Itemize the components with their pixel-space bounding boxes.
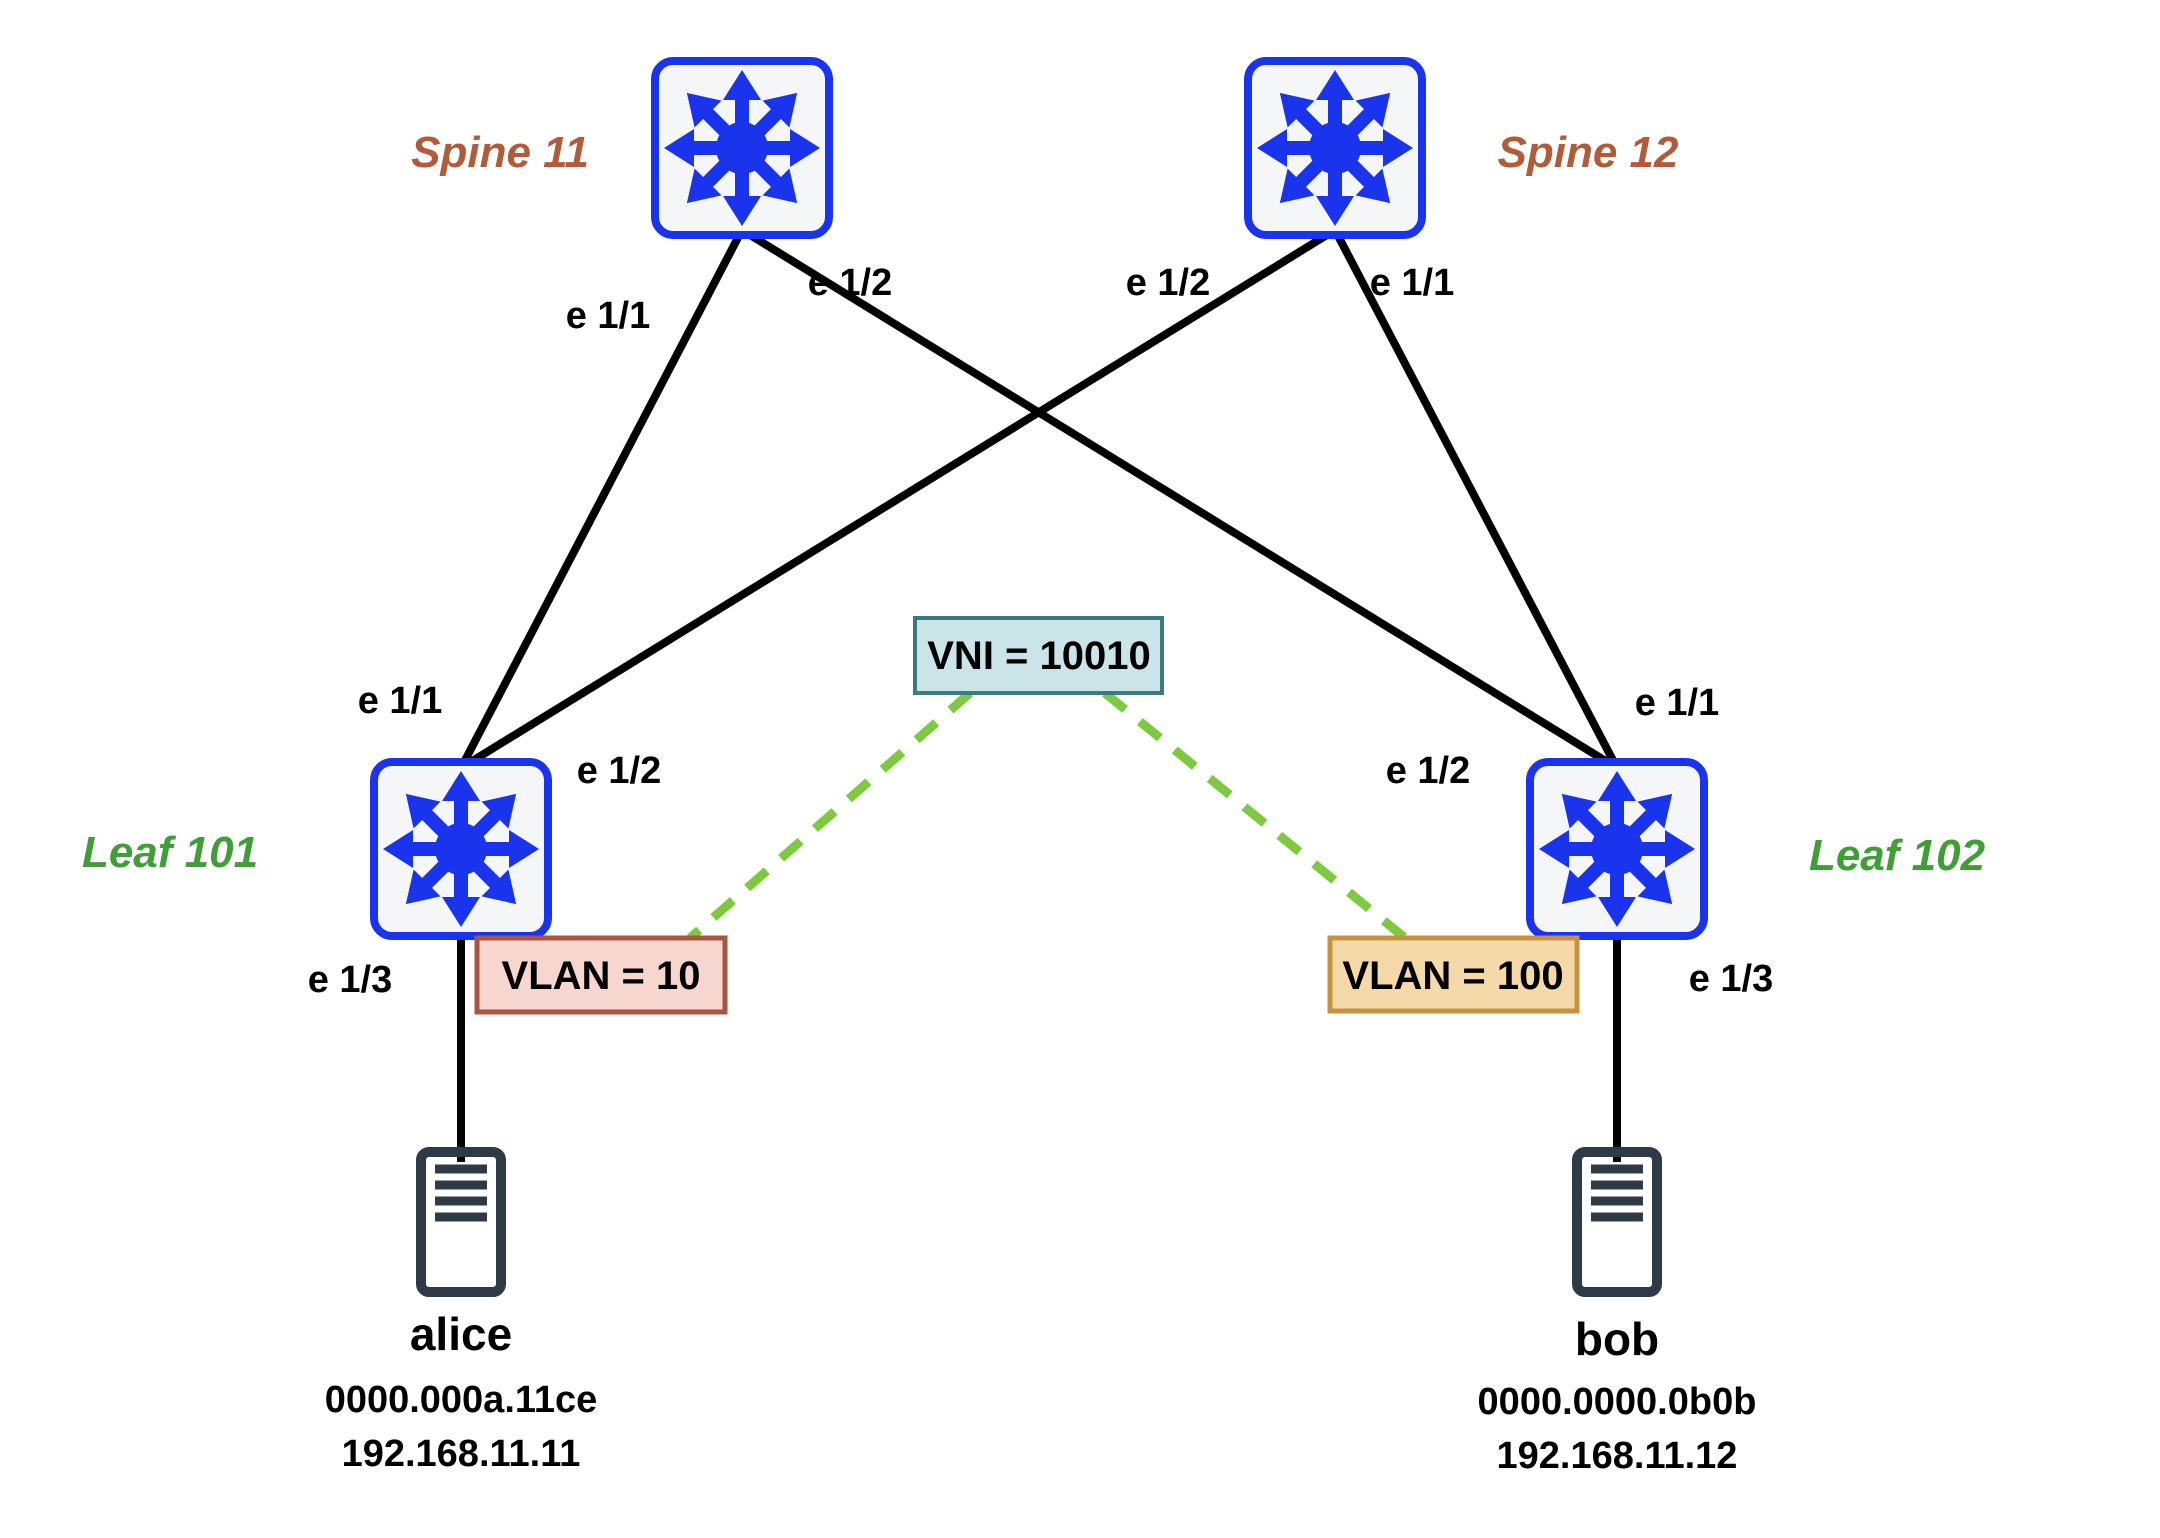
alice-name: alice bbox=[410, 1308, 512, 1360]
vlan10-badge-box bbox=[474, 935, 728, 1015]
leaf101-label: Leaf 101 bbox=[82, 828, 258, 877]
link-spine12-leaf101 bbox=[458, 226, 1338, 772]
spine11-label: Spine 11 bbox=[411, 128, 589, 177]
port-label-spine11-e1-2: e 1/2 bbox=[808, 262, 893, 304]
host-bob: bob 0000.0000.0b0b 192.168.11.12 bbox=[1478, 1152, 1757, 1477]
port-label-leaf102-e1-3: e 1/3 bbox=[1689, 958, 1774, 1000]
port-label-spine12-e1-1: e 1/1 bbox=[1370, 262, 1455, 304]
bob-name: bob bbox=[1575, 1313, 1659, 1365]
port-label-leaf102-e1-1: e 1/1 bbox=[1635, 682, 1720, 724]
host-alice: alice 0000.000a.11ce 192.168.11.11 bbox=[325, 1152, 598, 1475]
bob-ip: 192.168.11.12 bbox=[1497, 1435, 1738, 1477]
vlan10-badge-label: VLAN = 10 bbox=[502, 954, 701, 998]
spine12-switch-icon bbox=[1248, 61, 1422, 235]
link-spine11-leaf102 bbox=[739, 226, 1620, 772]
leaf102-label: Leaf 102 bbox=[1809, 831, 1986, 880]
vni-badge-box bbox=[913, 616, 1164, 695]
port-label-spine12-e1-2: e 1/2 bbox=[1126, 262, 1211, 304]
port-label-leaf101-e1-2: e 1/2 bbox=[577, 750, 662, 792]
port-label-leaf101-e1-3: e 1/3 bbox=[308, 959, 393, 1001]
alice-server-icon bbox=[421, 1152, 501, 1292]
spine12-label: Spine 12 bbox=[1498, 128, 1679, 177]
port-label-spine11-e1-1: e 1/1 bbox=[566, 295, 651, 337]
leaf102-switch-icon bbox=[1530, 762, 1704, 936]
port-label-leaf101-e1-1: e 1/1 bbox=[358, 680, 443, 722]
vni-mapping-dash-left bbox=[687, 689, 973, 942]
link-spine11-leaf101 bbox=[457, 228, 746, 770]
vni-badge: VNI = 10010 bbox=[913, 616, 1164, 695]
link-spine12-leaf102 bbox=[1331, 228, 1621, 770]
vlan100-badge-box bbox=[1327, 935, 1580, 1014]
alice-mac: 0000.000a.11ce bbox=[325, 1379, 598, 1421]
vlan10-badge: VLAN = 10 bbox=[474, 935, 728, 1015]
vni-mapping-dash-right bbox=[1102, 689, 1408, 942]
leaf101-switch-icon bbox=[374, 762, 548, 936]
bob-mac: 0000.0000.0b0b bbox=[1478, 1381, 1757, 1423]
alice-ip: 192.168.11.11 bbox=[342, 1433, 581, 1475]
spine11-switch-icon bbox=[655, 61, 829, 235]
bob-server-icon bbox=[1577, 1152, 1657, 1292]
vni-badge-label: VNI = 10010 bbox=[927, 634, 1151, 678]
vlan100-badge-label: VLAN = 100 bbox=[1342, 954, 1563, 998]
vlan100-badge: VLAN = 100 bbox=[1327, 935, 1580, 1014]
port-label-leaf102-e1-2: e 1/2 bbox=[1386, 750, 1471, 792]
